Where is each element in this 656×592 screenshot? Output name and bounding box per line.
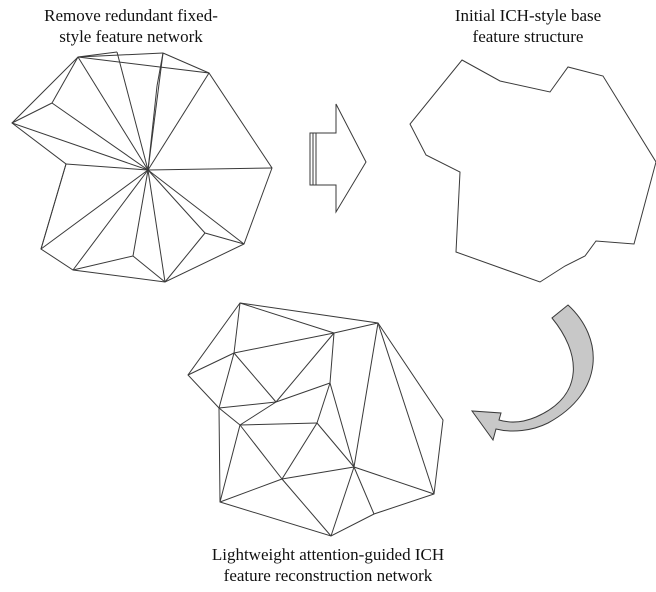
- caption-line-2: style feature network: [59, 27, 203, 46]
- curved-arrow-icon: [470, 304, 594, 442]
- caption-line-1: Initial ICH-style base: [454, 6, 602, 25]
- network-outline: [11, 56, 273, 283]
- structure-outline: [409, 59, 656, 283]
- caption-remove-redundant: Remove redundant fixed- style feature ne…: [0, 5, 262, 47]
- caption-line-2: feature reconstruction network: [223, 566, 433, 585]
- caption-line-1: Lightweight attention-guided ICH: [211, 545, 445, 564]
- caption-line-2: feature structure: [472, 27, 584, 46]
- block-arrow-right-icon: [309, 103, 367, 214]
- ich-base-structure: [409, 59, 656, 283]
- reconstruction-network: [187, 302, 444, 537]
- network-outline: [187, 302, 444, 537]
- caption-line-1: Remove redundant fixed-: [44, 6, 218, 25]
- fixed-style-network: [11, 51, 273, 283]
- caption-initial-structure: Initial ICH-style base feature structure: [400, 5, 656, 47]
- caption-reconstruction-network: Lightweight attention-guided ICH feature…: [150, 544, 506, 586]
